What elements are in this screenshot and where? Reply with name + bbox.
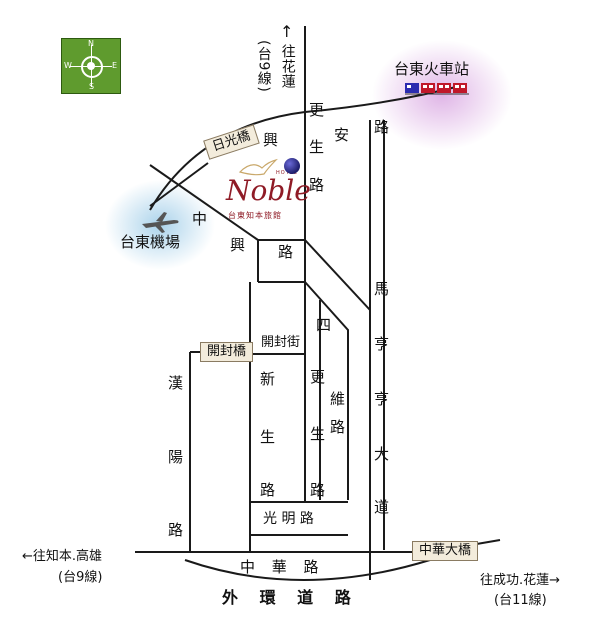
road-char: 漢 (168, 374, 184, 392)
airport-label: 台東機場 (120, 233, 181, 251)
west-route-label: (台9線) (58, 570, 103, 585)
road-char: 道 (374, 498, 390, 516)
north-route-label: (台9線) (255, 40, 272, 93)
road-char: 四 (316, 316, 332, 334)
hotel-location-marker (284, 158, 300, 174)
compass-w: W (64, 61, 72, 70)
airplane-icon (142, 212, 179, 233)
east-route-label: (台11線) (494, 593, 547, 608)
road-char: 亨 (374, 390, 390, 408)
logo-brand: Noble (226, 174, 311, 207)
east-direction-label: 往成功.花蓮→ (480, 573, 561, 588)
road-char: 陽 (168, 448, 184, 466)
hotel-logo: Noble HOTEL 台東知本旅館 (222, 158, 318, 224)
road-char: 大 (374, 445, 390, 463)
road-char: 亨 (374, 335, 390, 353)
zhonghua-bridge-sign: 中華大橋 (412, 541, 479, 562)
waihuan-road-label: 外 環 道 路 (222, 588, 359, 607)
zhongxing-road-diagonal (149, 164, 259, 241)
compass-s: S (89, 82, 95, 91)
compass-icon: N S W E (61, 38, 121, 94)
bird-icon (238, 158, 278, 176)
siwei-road-diagonal-2 (304, 281, 349, 500)
kaifeng-street-label: 開封街 (261, 335, 301, 350)
road-char: 路 (330, 418, 346, 436)
road-char: 生 (309, 138, 325, 156)
airport-road (149, 162, 209, 207)
road-char: 生 (310, 425, 326, 443)
zhongxing-road-curve (149, 85, 461, 211)
road-char: 興 (263, 131, 279, 149)
zhonghua-road-label: 中 華 路 (240, 558, 325, 576)
road-char: 路 (260, 481, 276, 499)
road-char: 中 (192, 210, 208, 228)
road-char: 更 (309, 101, 325, 119)
road-char: 馬 (374, 280, 390, 298)
north-direction-label: 往花蓮 (279, 44, 296, 89)
guangming-road-label: 光 明 路 (263, 511, 314, 527)
road-char: 生 (260, 428, 276, 446)
road-char: 路 (309, 176, 325, 194)
road-char: 安 (334, 126, 350, 144)
siwei-road-diagonal-1 (304, 239, 371, 311)
road-char: 新 (260, 370, 276, 388)
road-char: 路 (374, 118, 390, 136)
road-char: 路 (278, 243, 294, 261)
road-char: 路 (310, 481, 326, 499)
road-char: 維 (330, 390, 346, 408)
train-station-glow (372, 40, 512, 150)
compass-n: N (88, 39, 94, 48)
road-char: 興 (230, 236, 246, 254)
west-direction-label: ←往知本.高雄 (22, 549, 103, 564)
logo-tagline: HOTEL (276, 170, 298, 176)
waihuan-road-curve (184, 559, 431, 581)
road-char: 更 (310, 368, 326, 386)
kaifeng-bridge-sign: 開封橋 (200, 342, 254, 363)
train-icon (405, 83, 469, 95)
logo-subtitle: 台東知本旅館 (228, 211, 282, 220)
road-char: 路 (168, 521, 184, 539)
north-arrow-icon: ↑ (280, 22, 294, 41)
train-station-label: 台東火車站 (394, 60, 470, 78)
compass-e: E (112, 61, 118, 70)
